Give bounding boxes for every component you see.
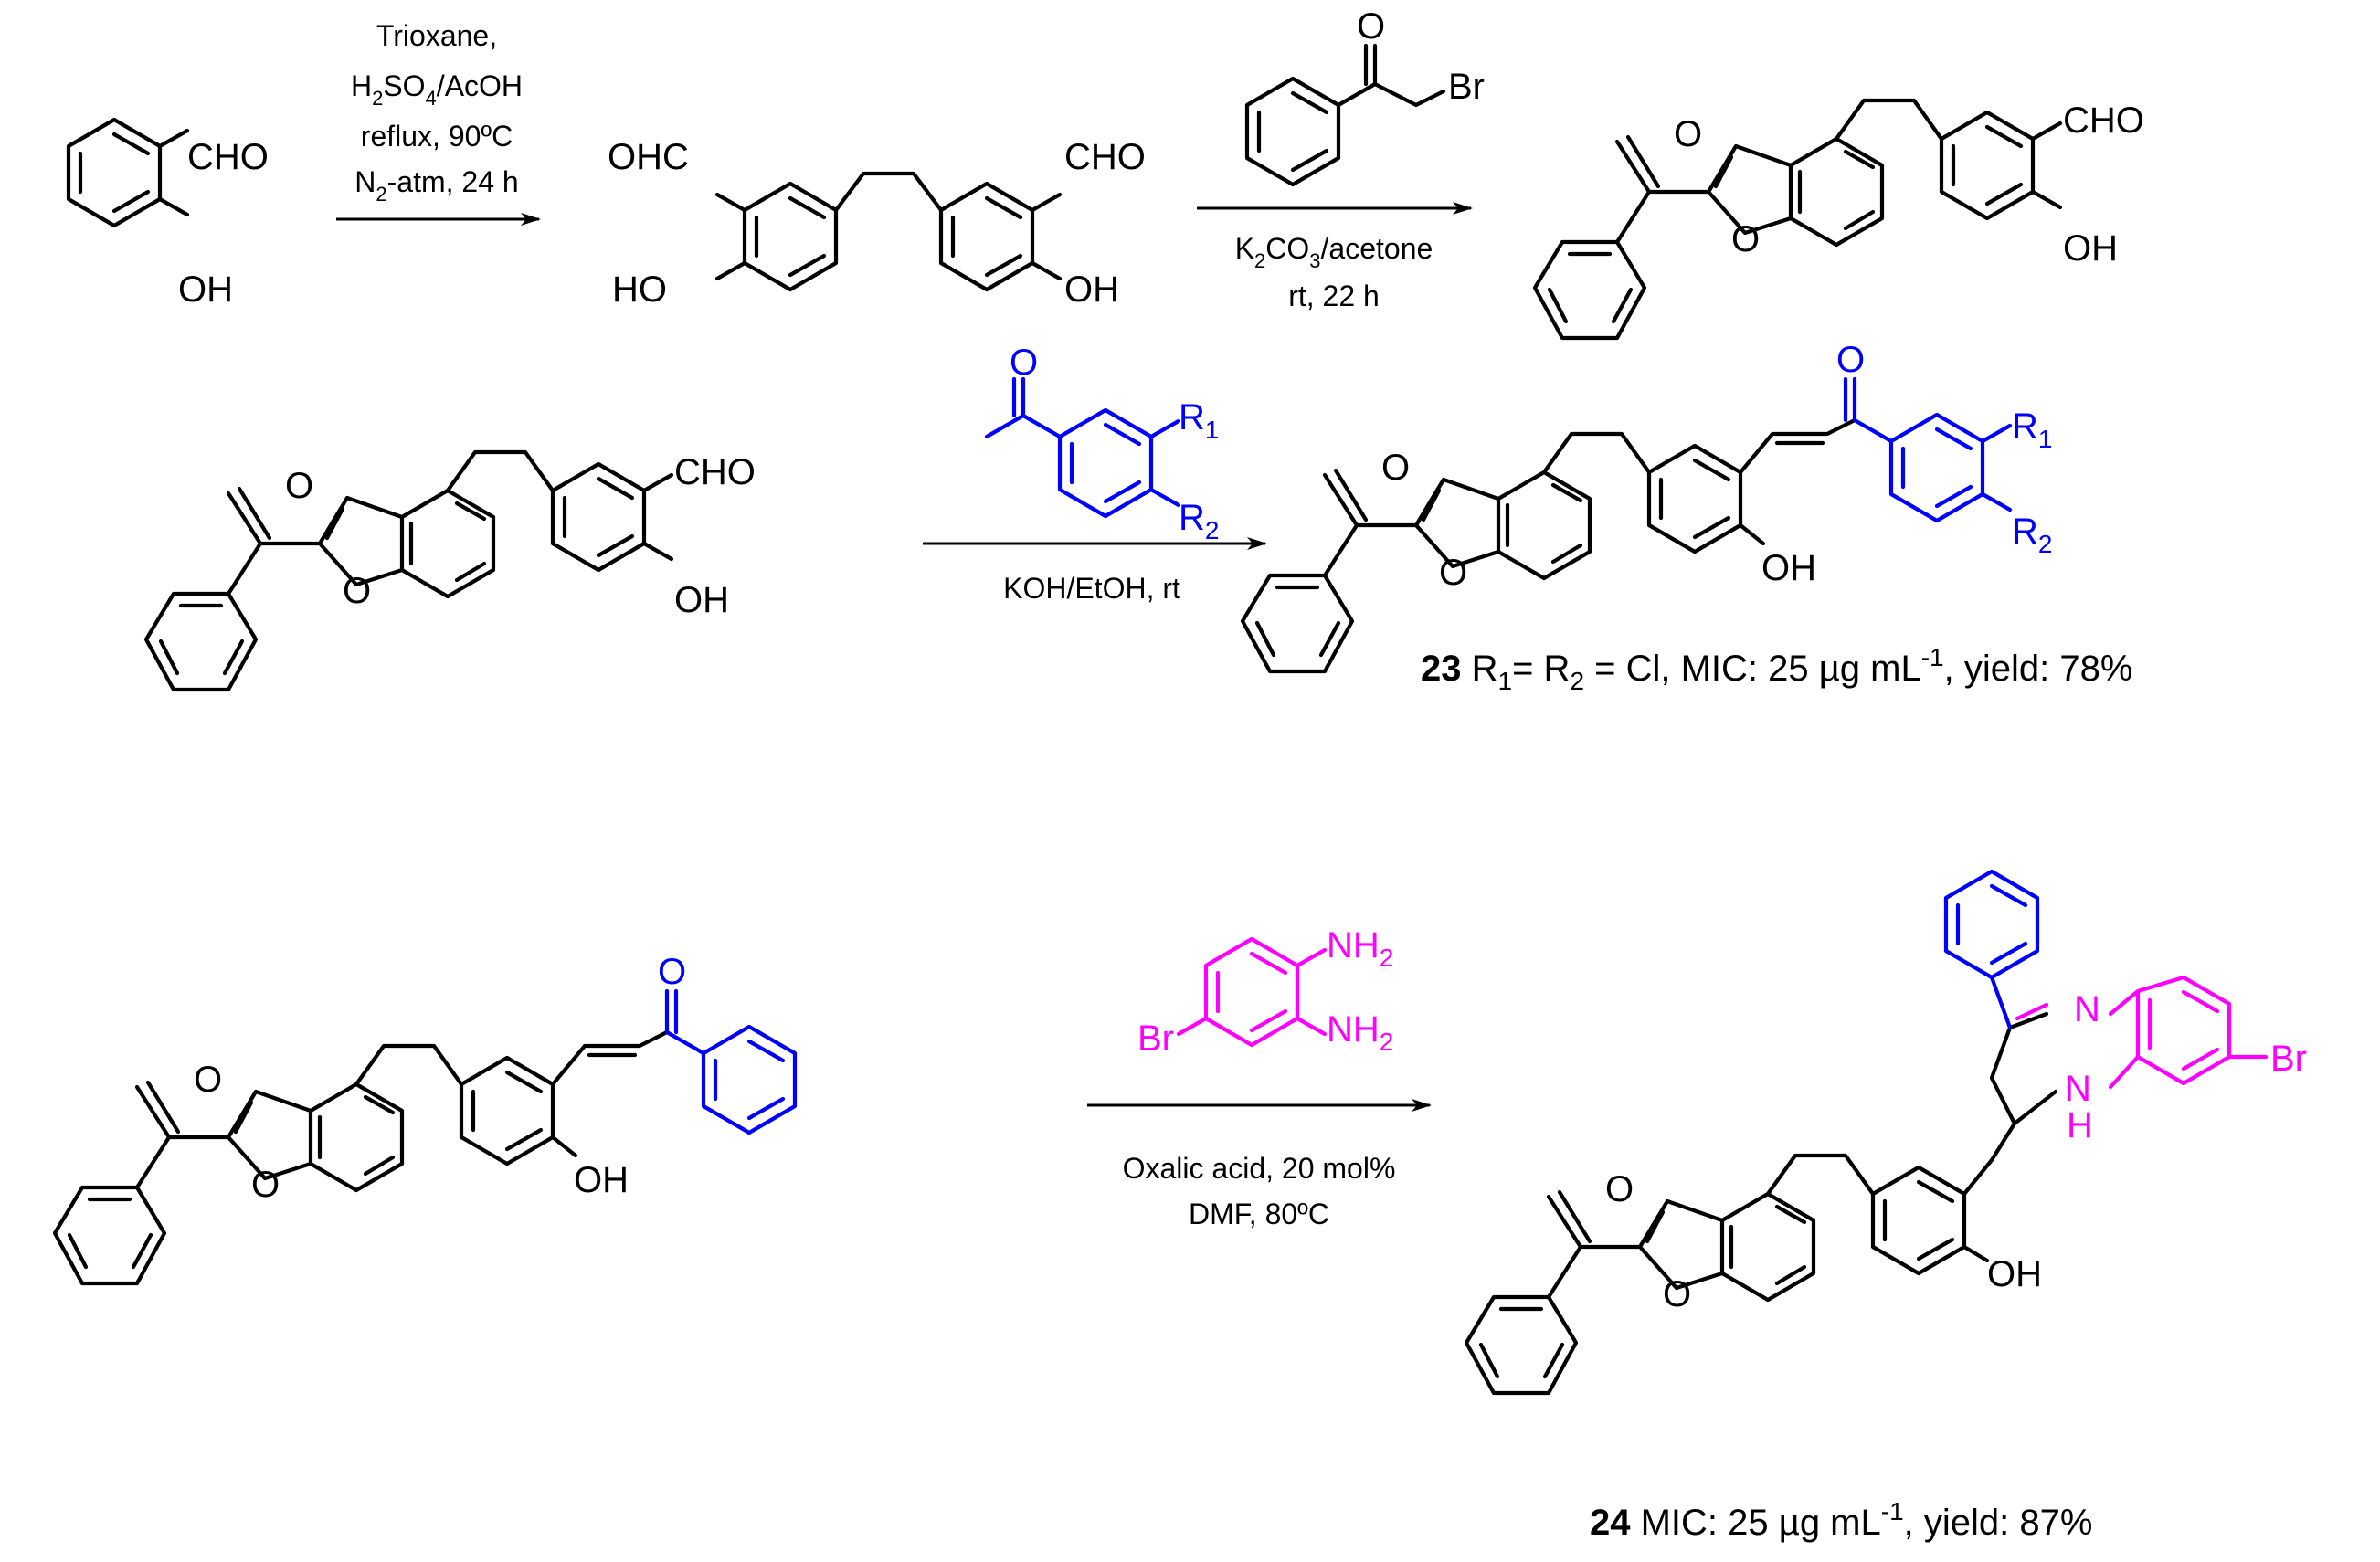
step2-line1: K2CO3/acetone — [1235, 232, 1433, 272]
chalcone: O O OH O — [55, 952, 798, 1283]
h-label: H — [2067, 1105, 2093, 1145]
o-label: O — [1731, 219, 1760, 259]
r1-label: R1 — [2012, 406, 2052, 453]
br-label: Br — [2270, 1039, 2307, 1079]
oh-label: OH — [674, 580, 729, 620]
step3-line1: KOH/EtOH, rt — [1003, 572, 1180, 605]
step1-line4: N2-atm, 24 h — [354, 165, 518, 206]
o-label: O — [251, 1165, 280, 1205]
nh-label: N — [2065, 1069, 2091, 1109]
br-label: Br — [1137, 1018, 1174, 1059]
bis-salicylaldehyde: OHC CHO HO OH — [608, 137, 1146, 310]
o-label: O — [1605, 1169, 1634, 1209]
o-label: O — [1439, 553, 1467, 593]
oh-label: OH — [2063, 228, 2118, 269]
step1-line2: H2SO4/AcOH — [351, 69, 523, 110]
compound-23-caption: 23 R1= R2 = Cl, MIC: 25 µg mL-1, yield: … — [1421, 643, 2132, 695]
cho-label: CHO — [2063, 100, 2144, 141]
ho-label: HO — [612, 269, 667, 310]
br-label: Br — [1448, 67, 1485, 107]
compound-24-caption: 24 MIC: 25 µg mL-1, yield: 87% — [1590, 1497, 2092, 1543]
n-label: N — [2074, 989, 2100, 1029]
compound-24: O O OH N N H Br — [1466, 869, 2307, 1393]
o-label: O — [285, 466, 313, 506]
o-label: O — [1381, 448, 1410, 488]
benzofuran-aldehyde-1: O O — [1535, 98, 2063, 338]
oh-label: OH — [574, 1160, 629, 1200]
step4-line1: Oxalic acid, 20 mol% — [1123, 1152, 1396, 1185]
o-label: O — [194, 1060, 222, 1100]
r1-label: R1 — [1179, 397, 1219, 444]
o-label: O — [343, 571, 371, 611]
benzofuran-aldehyde-2: O O — [146, 449, 674, 690]
o-label: O — [1674, 114, 1702, 154]
step2-conditions: O Br K2CO3/acetone rt, 22 h — [1197, 6, 1485, 312]
oh-label: OH — [1064, 269, 1119, 310]
compound-23: O O OH O R1 R2 — [1243, 340, 2052, 671]
cho-label: CHO — [1064, 137, 1146, 177]
salicylaldehyde: CHO OH — [66, 117, 269, 310]
o-label: O — [1010, 343, 1038, 383]
step1-line1: Trioxane, — [376, 19, 497, 52]
cho-label: CHO — [187, 137, 269, 177]
oh-label: OH — [1761, 548, 1816, 588]
step2-line2: rt, 22 h — [1288, 280, 1380, 312]
step4-reagent: NH2 NH2 Br — [1137, 925, 1393, 1059]
nh2-label: NH2 — [1327, 1009, 1393, 1056]
cho-label: CHO — [674, 452, 756, 492]
oh-label: OH — [178, 269, 233, 310]
o-label: O — [1836, 340, 1865, 380]
r2-label: R2 — [2012, 512, 2052, 558]
oh-label: OH — [1987, 1254, 2042, 1294]
step1-conditions: Trioxane, H2SO4/AcOH reflux, 90ºC N2-atm… — [336, 19, 541, 226]
step4-line2: DMF, 80ºC — [1189, 1198, 1329, 1230]
nh2-label: NH2 — [1327, 925, 1393, 972]
o-label: O — [658, 952, 686, 992]
step1-line3: reflux, 90ºC — [361, 120, 513, 153]
o-label: O — [1357, 6, 1385, 47]
ohc-label: OHC — [608, 137, 689, 177]
step3-reagent: O R1 R2 — [984, 343, 1219, 544]
r2-label: R2 — [1179, 498, 1219, 544]
o-label: O — [1663, 1274, 1691, 1314]
